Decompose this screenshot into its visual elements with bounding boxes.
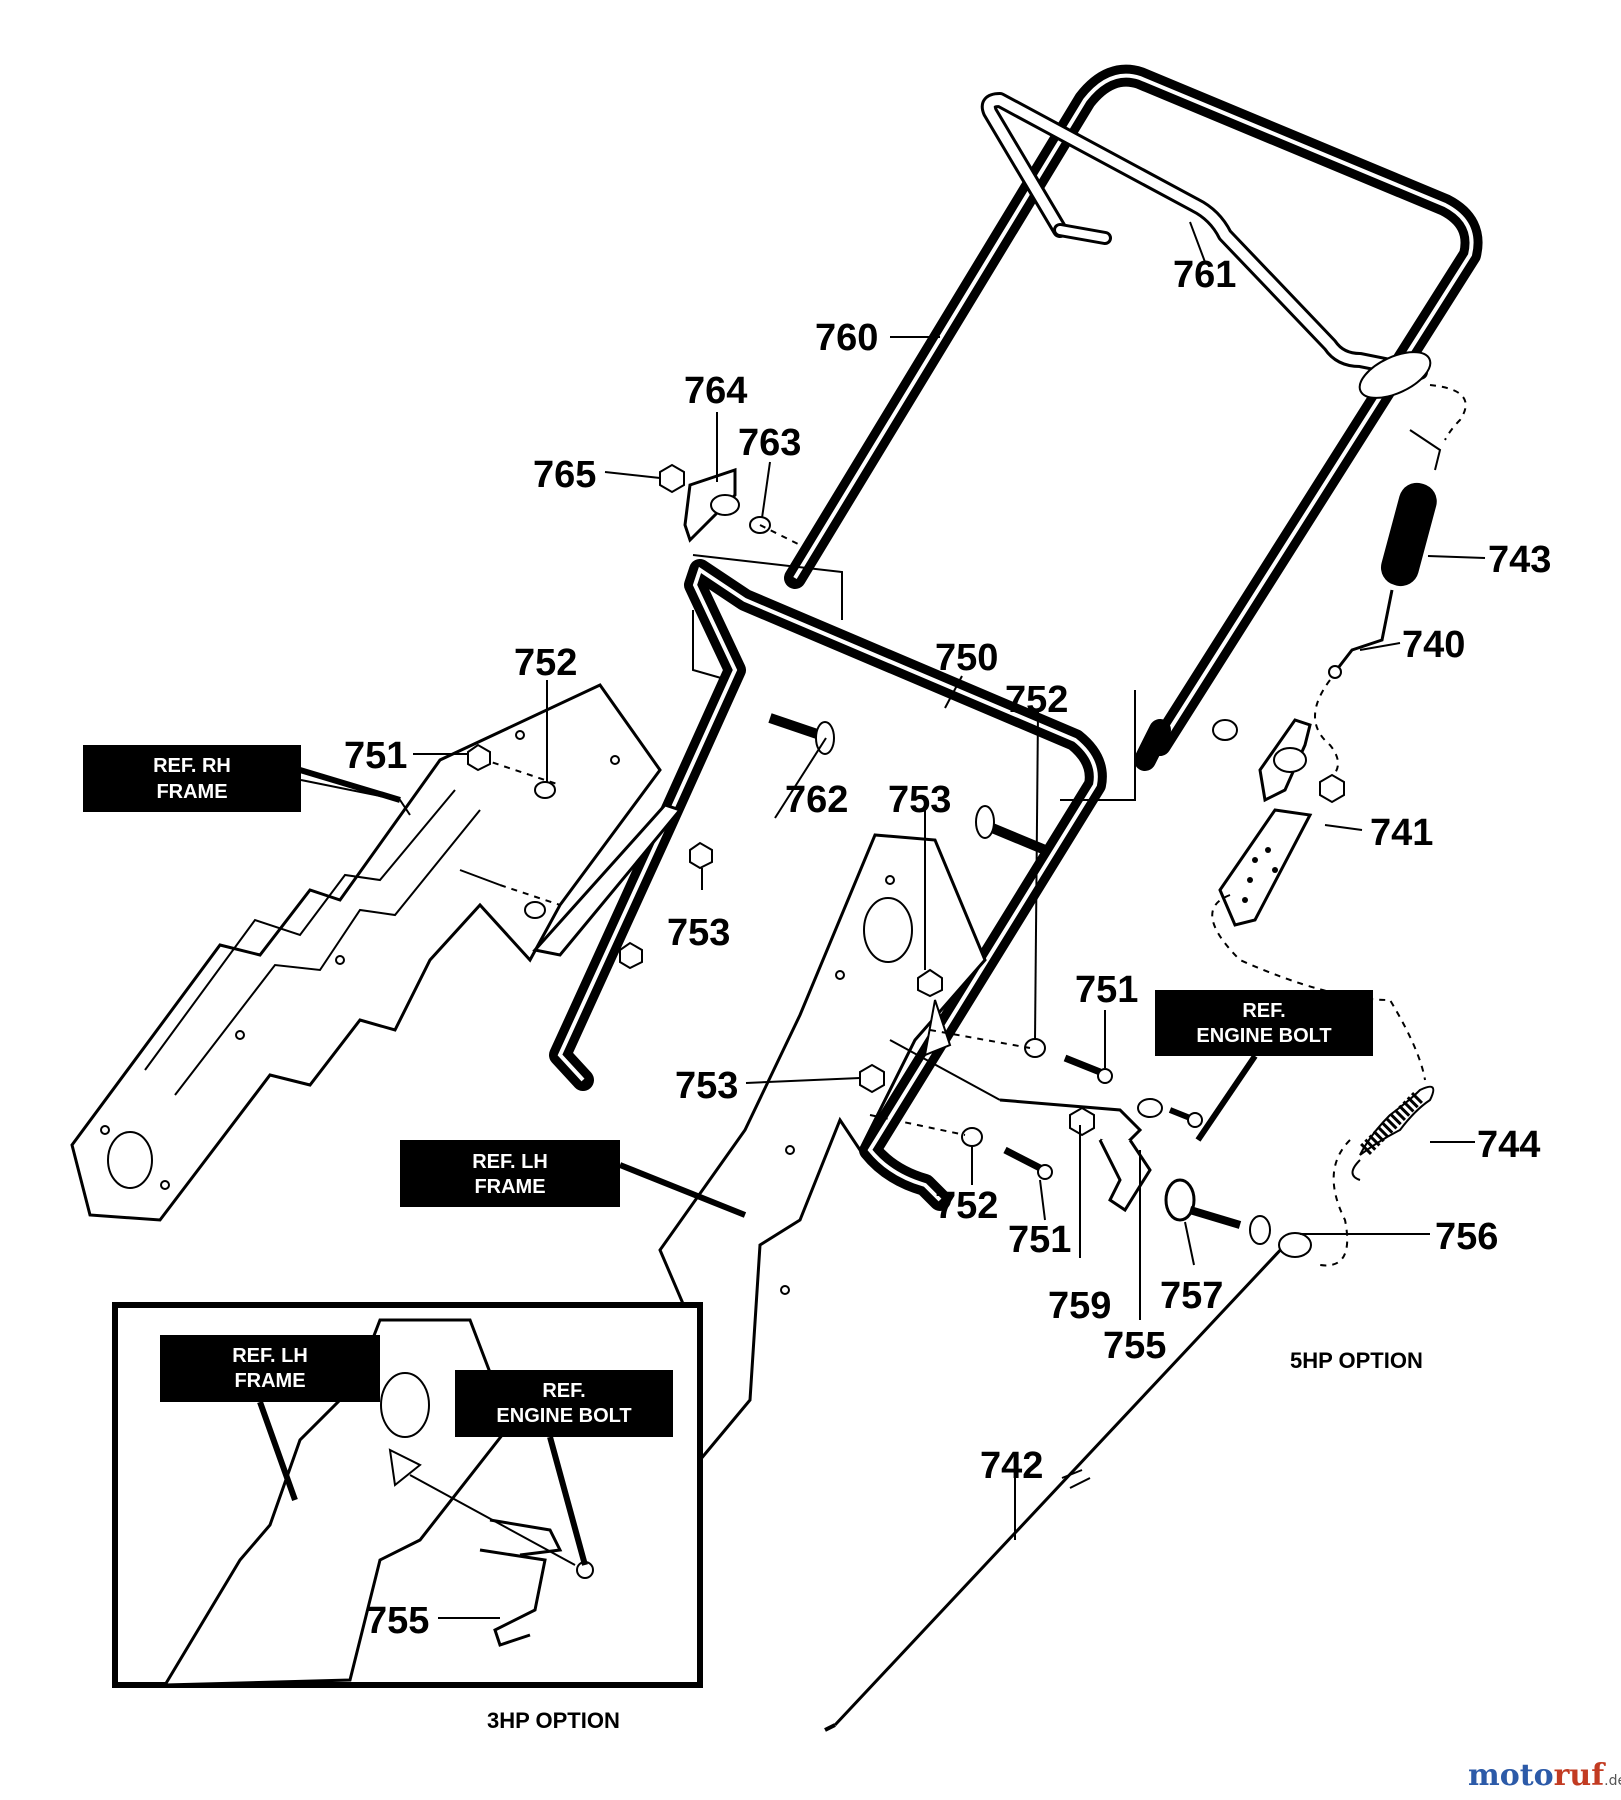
label-762: 762 <box>785 779 848 821</box>
watermark-logo: motoruf.de <box>1468 1758 1621 1793</box>
label-755-a: 755 <box>1103 1325 1166 1367</box>
grip-743 <box>1328 429 1442 679</box>
svg-text:REF.: REF. <box>1242 1000 1285 1022</box>
svg-text:REF. LH: REF. LH <box>232 1345 308 1367</box>
caption-5hp-option: 5HP OPTION <box>1290 1348 1423 1373</box>
label-765: 765 <box>533 454 596 496</box>
label-743: 743 <box>1488 539 1551 581</box>
label-740: 740 <box>1402 624 1465 666</box>
lh-frame <box>658 833 987 1464</box>
cable-path-lower <box>1319 1139 1351 1267</box>
caption-3hp-option: 3HP OPTION <box>487 1708 620 1733</box>
rh-frame <box>70 683 662 1222</box>
label-757: 757 <box>1160 1275 1223 1317</box>
carriage-bolt-762 <box>768 713 835 755</box>
bolt-set-lh <box>869 1029 1113 1180</box>
bail-761 <box>980 92 1432 399</box>
joint-frame-top <box>692 554 843 681</box>
label-755-b: 755 <box>366 1600 429 1642</box>
label-751-b: 751 <box>1075 969 1138 1011</box>
label-750: 750 <box>935 637 998 679</box>
ref-box-engine-bolt: REF. ENGINE BOLT <box>1155 990 1373 1142</box>
label-741: 741 <box>1370 812 1433 854</box>
svg-text:REF.: REF. <box>542 1380 585 1402</box>
cable-path-mid <box>1314 679 1339 786</box>
ref-box-rh-frame: REF. RH FRAME <box>83 745 411 816</box>
spring-744 <box>1351 1085 1435 1181</box>
label-756: 756 <box>1435 1216 1498 1258</box>
rh-clamp <box>459 743 713 970</box>
ref-box-lh-frame: REF. LH FRAME <box>400 1140 747 1218</box>
label-759: 759 <box>1048 1285 1111 1327</box>
label-751-c: 751 <box>1008 1219 1071 1261</box>
label-760: 760 <box>815 317 878 359</box>
label-752-a: 752 <box>514 642 577 684</box>
leader-lines <box>413 221 1486 1619</box>
cable-path-spring <box>1211 894 1426 1081</box>
knob-assembly-upper <box>659 463 811 551</box>
label-742: 742 <box>980 1445 1043 1487</box>
lower-handle-750 <box>549 559 1171 1211</box>
svg-text:FRAME: FRAME <box>474 1176 545 1198</box>
bracket-assembly-5hp <box>889 1039 1271 1245</box>
control-plate-741 <box>1218 808 1313 927</box>
label-752-c: 752 <box>935 1185 998 1227</box>
upper-handle-760 <box>784 64 1483 756</box>
svg-text:FRAME: FRAME <box>234 1370 305 1392</box>
inset-3hp <box>112 1302 703 1688</box>
svg-text:motoruf.de: motoruf.de <box>1468 1758 1621 1793</box>
svg-text:ENGINE BOLT: ENGINE BOLT <box>1196 1025 1331 1047</box>
svg-text:REF. LH: REF. LH <box>472 1151 548 1173</box>
label-753-b: 753 <box>667 912 730 954</box>
label-763: 763 <box>738 422 801 464</box>
cable-path-upper <box>1429 384 1467 441</box>
label-751-a: 751 <box>344 735 407 777</box>
cable-742 <box>824 1232 1312 1732</box>
ref-box-inset-engine-bolt: REF. ENGINE BOLT <box>455 1370 673 1566</box>
label-761: 761 <box>1173 254 1236 296</box>
svg-text:FRAME: FRAME <box>156 781 227 803</box>
svg-text:ENGINE BOLT: ENGINE BOLT <box>496 1405 631 1427</box>
label-753-c: 753 <box>675 1065 738 1107</box>
ref-box-inset-lh-frame: REF. LH FRAME <box>160 1335 380 1502</box>
label-753-a: 753 <box>888 779 951 821</box>
knob-assembly-right <box>1212 718 1345 804</box>
label-764: 764 <box>684 370 747 412</box>
carriage-bolt-right <box>975 805 1052 857</box>
part-labels: 760 761 764 763 765 743 740 750 752 752 … <box>344 254 1551 1642</box>
joint-frame-right <box>1060 690 1136 801</box>
label-752-b: 752 <box>1005 679 1068 721</box>
label-744: 744 <box>1477 1124 1540 1166</box>
svg-text:REF. RH: REF. RH <box>153 755 231 777</box>
